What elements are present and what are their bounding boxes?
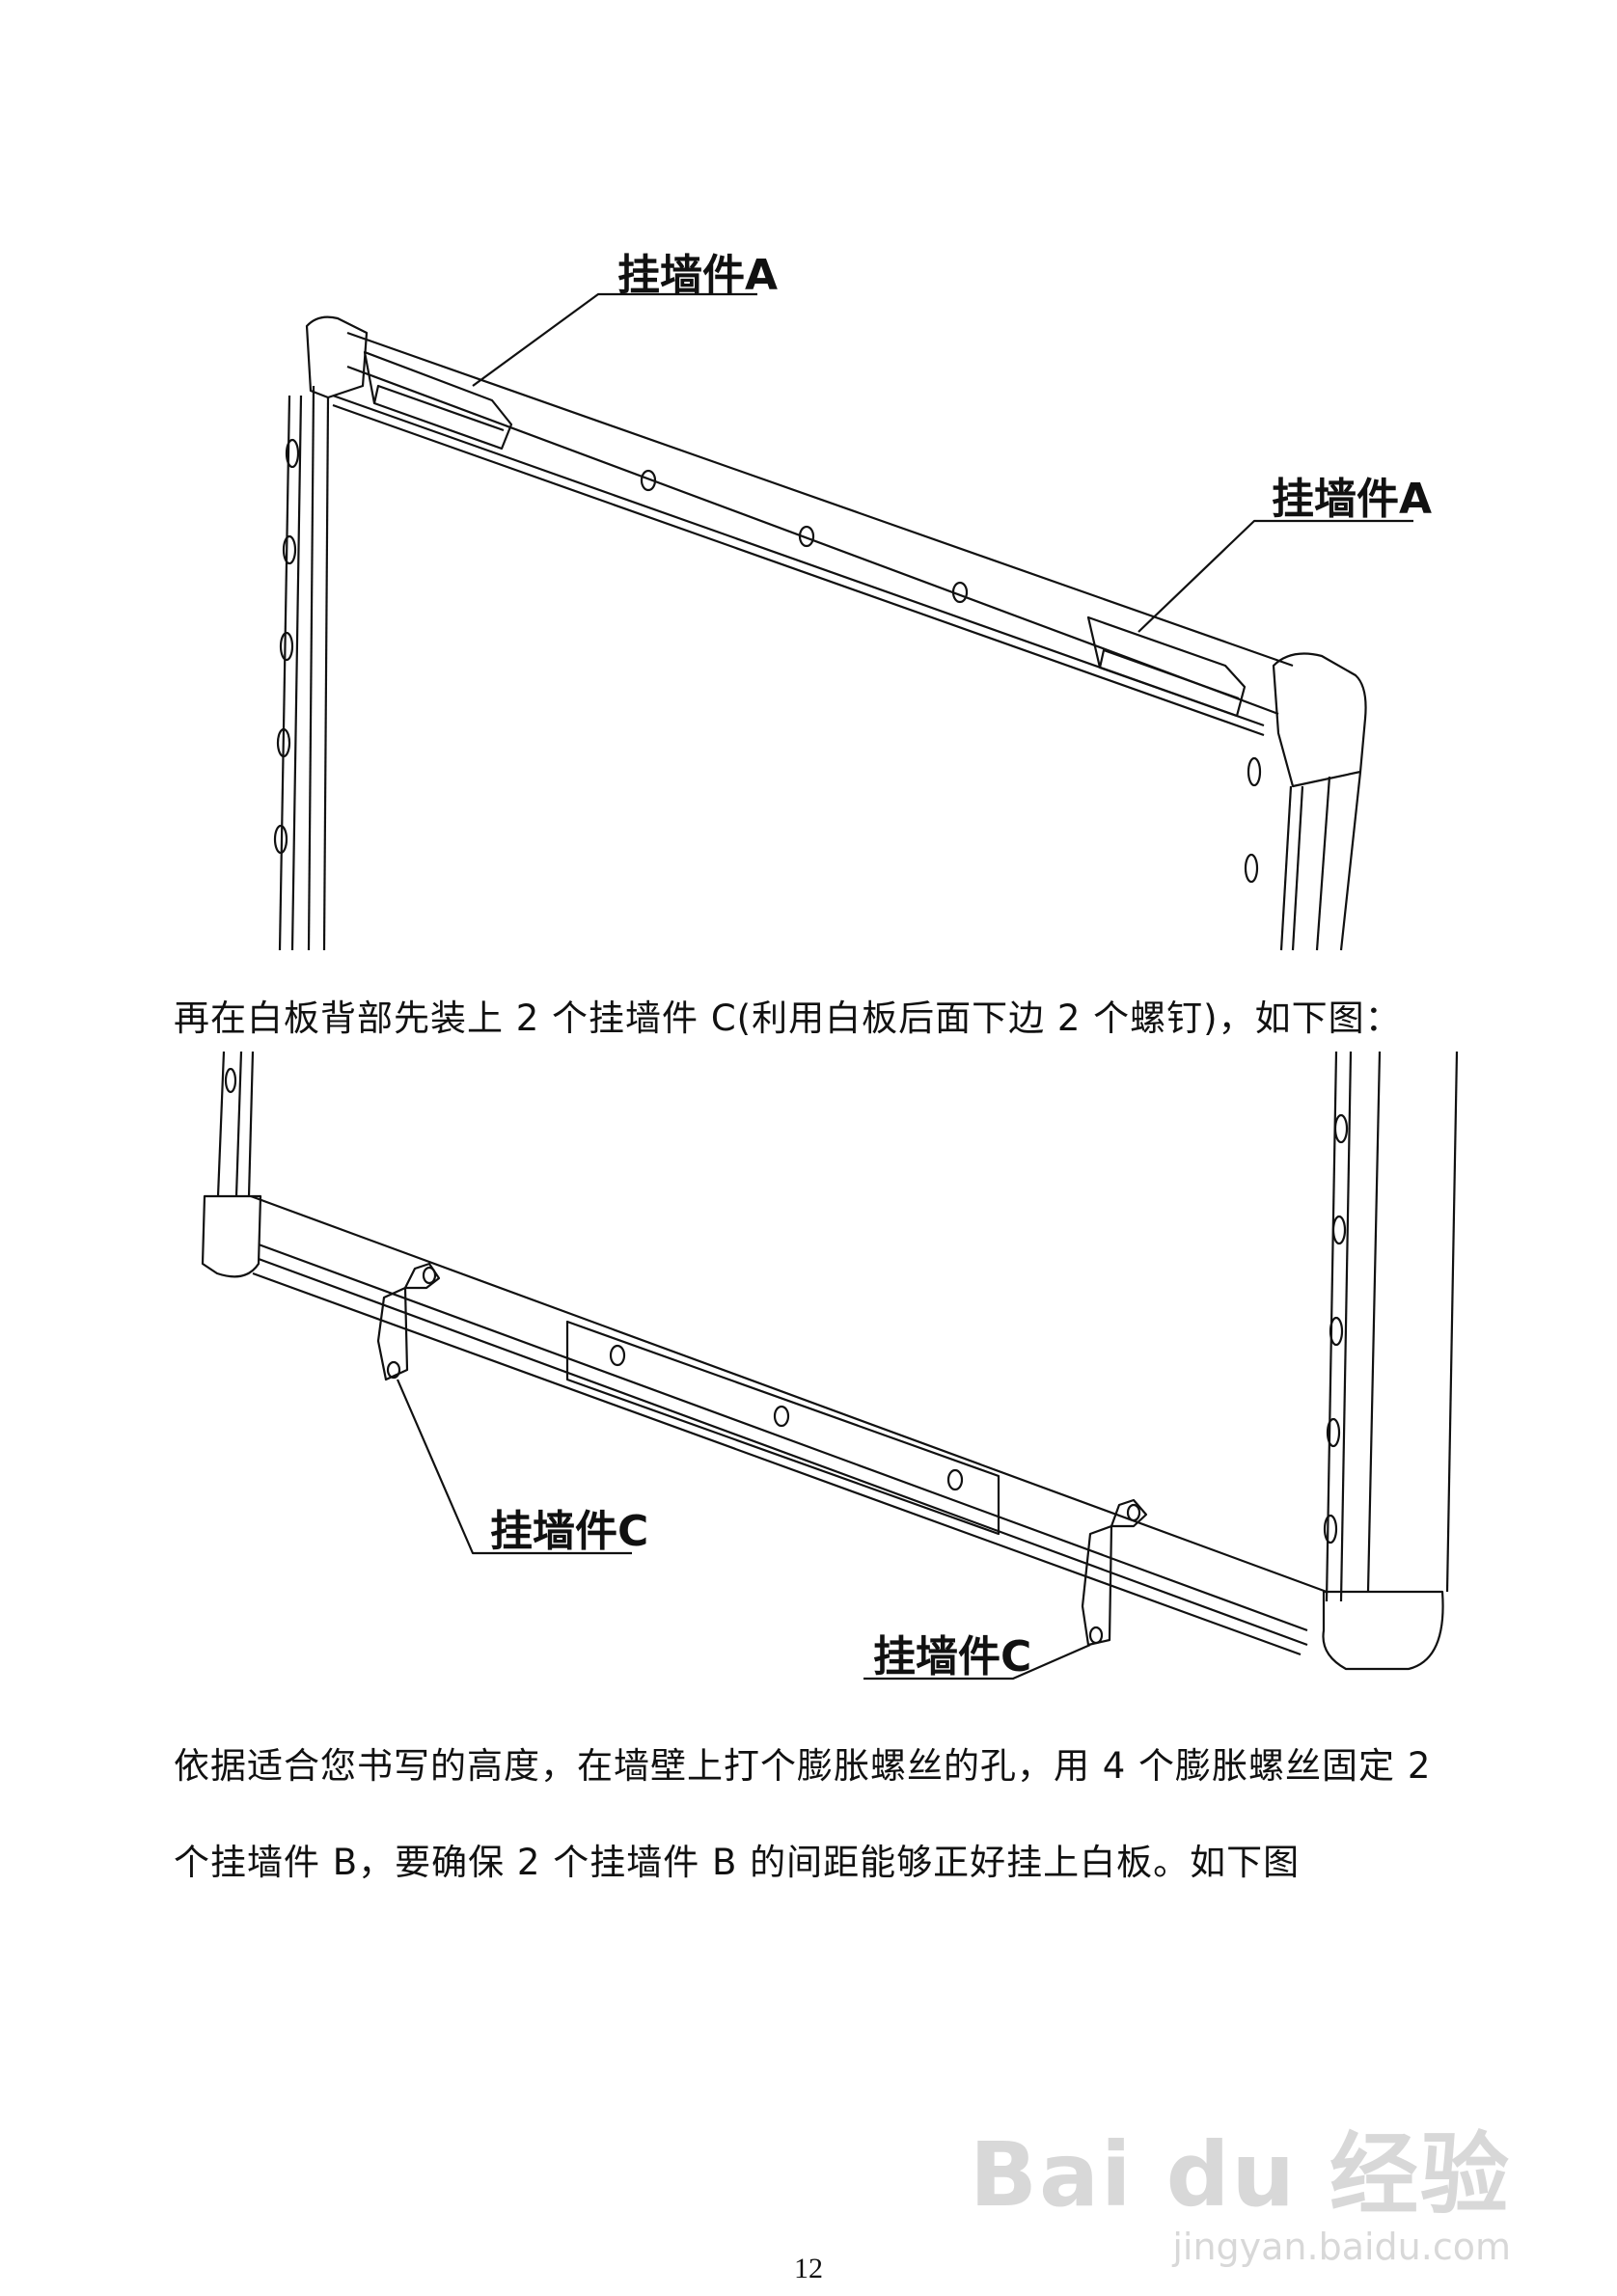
hanger-a-label-1: 挂墙件A <box>617 251 778 300</box>
paragraph-2-line-2: 个挂墙件 B，要确保 2 个挂墙件 B 的间距能够正好挂上白板。如下图 <box>174 1842 1301 1883</box>
hanger-c-label-2: 挂墙件C <box>873 1632 1031 1681</box>
watermark-brand: Bai du 经验 <box>969 2123 1511 2227</box>
page-number: 12 <box>794 2253 823 2284</box>
baidu-jingyan-watermark: Bai du 经验 jingyan.baidu.com <box>970 2103 1511 2268</box>
figure-bottom-whiteboard-frame: 挂墙件C 挂墙件C <box>201 1052 1459 1681</box>
watermark-site: jingyan.baidu.com <box>1172 2226 1511 2268</box>
paragraph-2-line-1: 依据适合您书写的高度，在墙壁上打个膨胀螺丝的孔，用 4 个膨胀螺丝固定 2 <box>174 1745 1432 1787</box>
hanger-a-label-2: 挂墙件A <box>1272 475 1432 524</box>
hanger-c-label-1: 挂墙件C <box>490 1507 648 1556</box>
paragraph-1: 再在白板背部先装上 2 个挂墙件 C(利用白板后面下边 2 个螺钉)，如下图： <box>174 998 1402 1039</box>
figure-top-whiteboard-frame: 挂墙件A 挂墙件A <box>273 251 1432 951</box>
